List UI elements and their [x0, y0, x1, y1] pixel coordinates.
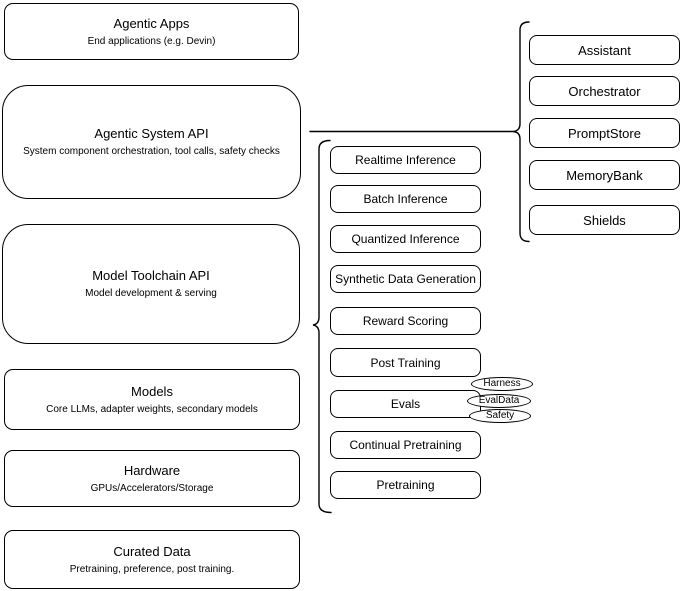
node-batch-inference: Batch Inference: [330, 185, 481, 213]
node-models: Models Core LLMs, adapter weights, secon…: [4, 369, 300, 430]
tag-label: Harness: [483, 378, 521, 389]
node-orchestrator: Orchestrator: [529, 76, 680, 106]
node-evals: Evals: [330, 390, 481, 418]
node-label: Continual Pretraining: [349, 438, 462, 452]
tag-safety: Safety: [469, 409, 531, 423]
node-label: MemoryBank: [566, 167, 643, 183]
node-label: PromptStore: [568, 125, 641, 141]
node-subtitle: GPUs/Accelerators/Storage: [90, 482, 214, 494]
node-realtime-inference: Realtime Inference: [330, 146, 481, 174]
tag-label: Safety: [485, 410, 515, 421]
node-label: Quantized Inference: [351, 232, 460, 246]
node-title: Hardware: [123, 462, 181, 478]
node-label: Evals: [390, 397, 421, 411]
node-subtitle: System component orchestration, tool cal…: [23, 146, 280, 157]
node-subtitle: Model development & serving: [85, 288, 217, 299]
toolchain-bracket: [312, 139, 332, 514]
node-model-toolchain-api: Model Toolchain API Model development & …: [2, 224, 300, 344]
node-assistant: Assistant: [529, 35, 680, 65]
tag-evaldata: EvalData: [467, 394, 531, 408]
node-label: Assistant: [578, 42, 631, 58]
node-title: Models: [131, 383, 173, 399]
node-continual-pretraining: Continual Pretraining: [330, 431, 481, 459]
node-synthetic-data-generation: Synthetic Data Generation: [330, 265, 481, 293]
node-quantized-inference: Quantized Inference: [330, 225, 481, 253]
node-label: Reward Scoring: [362, 314, 449, 328]
node-label: Pretraining: [376, 478, 435, 492]
node-title: Agentic Apps: [113, 15, 190, 31]
node-post-training: Post Training: [330, 348, 481, 377]
node-subtitle: Core LLMs, adapter weights, secondary mo…: [46, 403, 258, 415]
node-title: Agentic System API: [94, 126, 209, 141]
node-shields: Shields: [529, 205, 680, 235]
node-subtitle: End applications (e.g. Devin): [87, 35, 216, 47]
node-reward-scoring: Reward Scoring: [330, 307, 481, 335]
node-agentic-apps: Agentic Apps End applications (e.g. Devi…: [4, 3, 299, 60]
node-pretraining: Pretraining: [330, 471, 481, 499]
system-components-brace: [512, 21, 530, 243]
tag-harness: Harness: [471, 377, 533, 391]
node-label: Synthetic Data Generation: [335, 272, 476, 286]
node-label: Shields: [583, 212, 626, 228]
node-agentic-system-api: Agentic System API System component orch…: [2, 85, 301, 199]
node-label: Orchestrator: [568, 83, 641, 99]
node-curated-data: Curated Data Pretraining, preference, po…: [4, 530, 300, 589]
node-label: Batch Inference: [363, 192, 448, 206]
node-hardware: Hardware GPUs/Accelerators/Storage: [4, 450, 300, 507]
node-label: Post Training: [370, 355, 441, 370]
node-subtitle: Pretraining, preference, post training.: [69, 563, 235, 575]
node-memorybank: MemoryBank: [529, 160, 680, 190]
node-label: Realtime Inference: [355, 153, 456, 167]
node-title: Curated Data: [113, 543, 191, 559]
node-promptstore: PromptStore: [529, 118, 680, 148]
tag-label: EvalData: [478, 395, 520, 406]
node-title: Model Toolchain API: [92, 268, 210, 283]
